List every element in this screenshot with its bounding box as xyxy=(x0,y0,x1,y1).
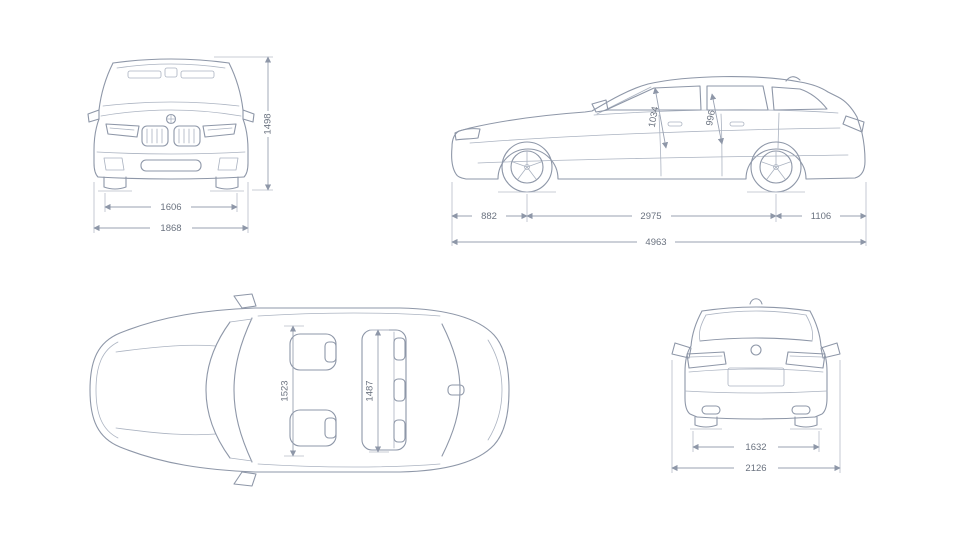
right-headlight xyxy=(202,123,237,138)
roof-front-edge xyxy=(233,317,253,463)
quarter-window xyxy=(771,86,828,111)
top-left-mirror xyxy=(233,293,257,309)
side-mirror xyxy=(591,99,609,113)
left-taillight xyxy=(686,351,727,369)
right-mirror xyxy=(242,109,255,123)
rear-view: 1632 2126 xyxy=(671,298,841,474)
dim-front-track: 1606 xyxy=(104,193,238,213)
width-with-mirrors-label: 2126 xyxy=(745,463,766,474)
dim-overall-height: 1498 xyxy=(214,56,274,191)
front-interior-width-label: 1523 xyxy=(280,380,291,401)
top-antenna-fin xyxy=(447,384,465,396)
dim-overall-length: 4963 xyxy=(451,237,867,248)
rear-left-wheel xyxy=(694,416,718,428)
license-plate-recess xyxy=(727,367,785,387)
left-exhaust-tip xyxy=(701,405,721,415)
front-left-wheel xyxy=(103,176,127,190)
rear-track-label: 1632 xyxy=(745,442,766,453)
dim-width-with-mirrors: 2126 xyxy=(671,360,841,474)
dim-front-interior-width: 1523 xyxy=(280,325,304,457)
front-car-drawing xyxy=(87,58,255,192)
front-right-wheel xyxy=(215,176,239,190)
rear-headroom-label: 996 xyxy=(704,109,718,127)
rear-left-mirror xyxy=(671,342,692,359)
roof-antenna-fin xyxy=(785,76,801,82)
taillight xyxy=(842,115,865,133)
rear-door-window xyxy=(706,85,769,111)
rear-window-edge xyxy=(441,323,461,457)
top-car-drawing xyxy=(89,293,510,487)
grille-right-kidney xyxy=(173,125,201,147)
dim-rear-track: 1632 xyxy=(692,431,820,453)
top-view: 1523 1487 xyxy=(89,293,510,487)
left-headlight xyxy=(105,123,140,138)
overall-length-label: 4963 xyxy=(645,237,666,248)
rear-right-mirror xyxy=(820,342,841,359)
headlight xyxy=(454,128,481,141)
rear-brand-roundel-icon xyxy=(750,344,762,356)
rear-overhang-label: 1106 xyxy=(811,211,831,222)
dim-wheelbase: 2975 xyxy=(526,194,777,222)
lower-air-intake xyxy=(140,159,202,172)
dim-front-headroom: 1034 xyxy=(647,87,669,149)
right-taillight xyxy=(785,351,826,369)
wheelbase-label: 2975 xyxy=(640,211,661,222)
right-exhaust-tip xyxy=(791,405,811,415)
front-track-label: 1606 xyxy=(160,202,181,213)
rear-antenna-fin xyxy=(749,298,763,305)
left-mirror xyxy=(87,109,100,123)
side-car-drawing xyxy=(451,76,866,193)
dim-rear-interior-width: 1487 xyxy=(365,329,389,453)
windshield-base xyxy=(205,321,231,459)
top-right-mirror xyxy=(233,471,257,487)
rear-interior-width-label: 1487 xyxy=(365,380,376,401)
dim-rear-overhang: 1106 xyxy=(775,182,867,246)
rear-door-handle xyxy=(729,121,745,127)
side-view: 1034 996 882 2975 1106 4963 xyxy=(451,76,867,248)
dim-rear-headroom: 996 xyxy=(704,93,724,145)
front-seats xyxy=(289,333,337,447)
dim-body-width: 1868 xyxy=(93,182,249,234)
front-overhang-label: 882 xyxy=(481,211,497,222)
grille-left-kidney xyxy=(141,125,169,147)
rear-car-drawing xyxy=(671,298,841,430)
front-view: 1498 1606 1868 xyxy=(87,56,274,234)
rear-wheel xyxy=(750,141,802,193)
front-headroom-label: 1034 xyxy=(647,106,662,129)
rear-right-wheel xyxy=(794,416,818,428)
front-door-window xyxy=(605,85,702,111)
overall-height-label: 1498 xyxy=(263,113,274,134)
front-door-handle xyxy=(667,121,683,127)
body-width-label: 1868 xyxy=(160,223,181,234)
